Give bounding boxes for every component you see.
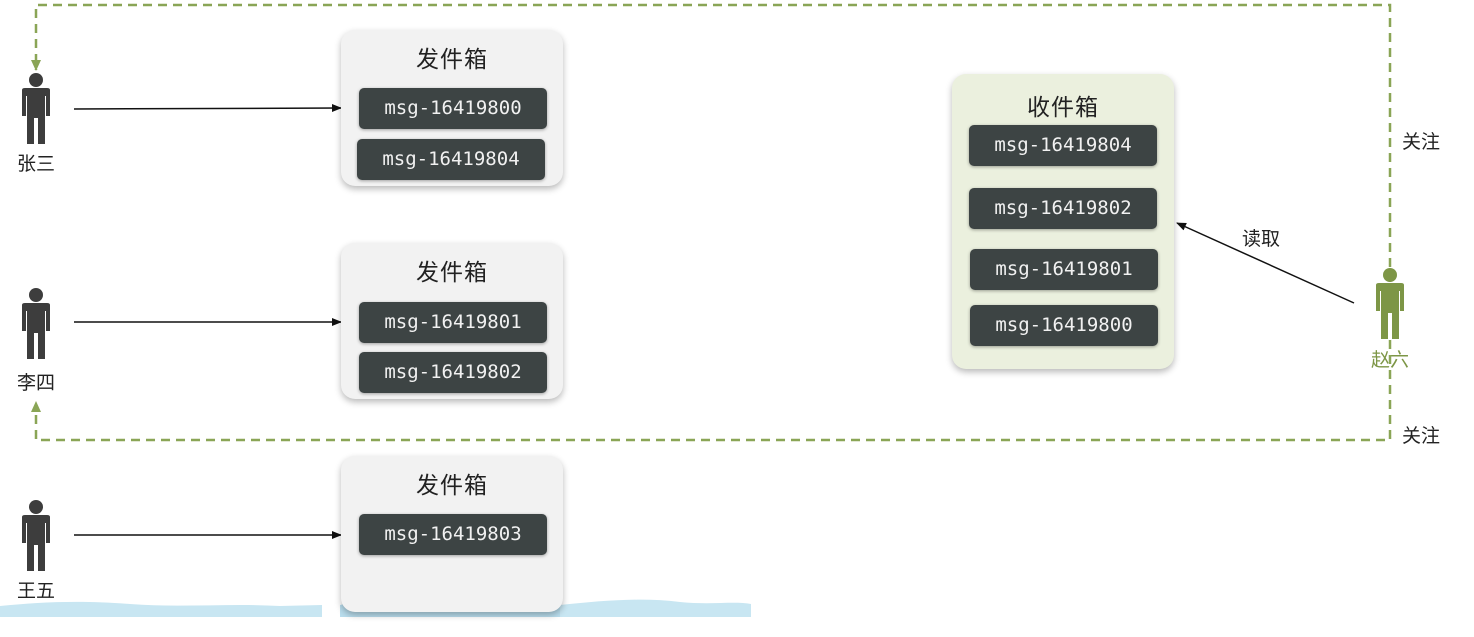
person-wangwu: [16, 499, 56, 575]
message-item: msg-16419802: [359, 352, 547, 393]
outbox-zhangsan: 发件箱 msg-16419800 msg-16419804: [341, 30, 563, 186]
message-item: msg-16419804: [969, 125, 1157, 166]
message-item: msg-16419801: [970, 249, 1158, 290]
decorative-wave: [0, 601, 322, 617]
read-arrow: [1176, 222, 1355, 304]
follow-arrowhead-zhangsan: [31, 60, 41, 71]
outbox-title: 发件箱: [416, 260, 488, 286]
follow-arrowhead-lisi: [31, 401, 41, 412]
message-item: msg-16419802: [969, 188, 1157, 229]
inbox-zhaoliu: 收件箱 msg-16419804 msg-16419802 msg-164198…: [952, 74, 1174, 369]
person-icon: [22, 500, 50, 571]
outbox-wangwu: 发件箱 msg-16419803: [341, 456, 563, 612]
message-item: msg-16419803: [359, 514, 547, 555]
message-item: msg-16419804: [357, 139, 545, 180]
outbox-title: 发件箱: [416, 473, 488, 499]
person-zhangsan: [16, 72, 56, 148]
person-icon: [1376, 268, 1404, 339]
edge-label-follow-top: 关注: [1402, 131, 1441, 153]
person-icon: [22, 288, 50, 359]
follow-line-zhangsan: [34, 3, 1392, 282]
inbox-title: 收件箱: [1027, 95, 1099, 121]
follow-line-lisi: [34, 340, 1392, 442]
outbox-lisi: 发件箱 msg-16419801 msg-16419802: [341, 243, 563, 399]
user-label-zhaoliu: 赵六: [1370, 349, 1409, 371]
outbox-title: 发件箱: [416, 47, 488, 73]
edge-label-read: 读取: [1242, 228, 1281, 250]
person-zhaoliu: [1370, 267, 1410, 343]
message-item: msg-16419801: [359, 302, 547, 343]
publish-arrow-zhangsan: [73, 104, 342, 113]
decorative-wave: [560, 599, 751, 617]
user-label-lisi: 李四: [16, 372, 55, 394]
edge-label-follow-bottom: 关注: [1402, 425, 1441, 447]
message-item: msg-16419800: [970, 305, 1158, 346]
user-label-zhangsan: 张三: [16, 153, 55, 175]
person-lisi: [16, 287, 56, 363]
message-item: msg-16419800: [359, 88, 547, 129]
person-icon: [22, 73, 50, 144]
user-label-wangwu: 王五: [16, 580, 55, 602]
